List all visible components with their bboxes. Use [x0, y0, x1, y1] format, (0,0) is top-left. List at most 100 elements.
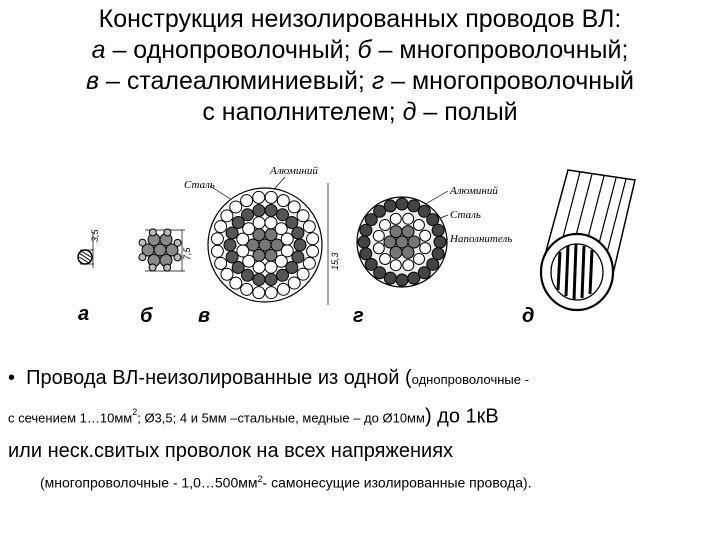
wire-v-aluminum-strand	[241, 208, 254, 222]
bullet-part2-big: ) до 1кВ	[424, 405, 499, 428]
wire-g-steel-strand	[401, 245, 415, 259]
wire-v-aluminum-strand	[280, 232, 294, 246]
wire-v-aluminum-strand	[287, 200, 301, 214]
wire-v-aluminum-strand	[220, 209, 234, 223]
wire-g-aluminum-strand	[364, 257, 378, 271]
wire-g-aluminum-strand	[417, 266, 431, 280]
wire-v-aluminum-strand	[229, 200, 243, 214]
wire-v-aluminum-strand	[241, 268, 254, 282]
wire-g-aluminum-strand	[373, 204, 387, 218]
wire-v-aluminum-strand	[231, 260, 245, 274]
bullet-part4-b: - самонесущие изолированные провода).	[262, 474, 532, 491]
wire-v-aluminum-strand	[291, 226, 305, 240]
bullet-part2-sup: 2	[132, 407, 138, 417]
wire-d-strands	[554, 171, 627, 277]
wire-v-dim-label: 15,3	[330, 252, 340, 270]
wire-v-aluminum-strand	[252, 216, 266, 230]
wire-v-aluminum-strand	[302, 220, 316, 234]
wire-g-aluminum-strand	[373, 266, 387, 280]
wire-g-aluminum-strand	[383, 271, 397, 285]
wire-v-aluminum-strand	[252, 204, 266, 218]
wire-g-steel-strand	[407, 235, 421, 249]
wire-b-strand	[148, 263, 157, 272]
bullet-line-3: или неск.свитых проволок на всех напряже…	[8, 439, 454, 462]
wire-b-diagram: 7,5 б	[138, 228, 192, 327]
bullet-line-2: с сечением 1…10мм2; Ø3,5; 4 и 5мм –сталь…	[8, 396, 712, 435]
wire-v-aluminum-strand	[264, 272, 278, 286]
wire-v-aluminum-strand	[236, 244, 250, 258]
bullet-marker: •	[8, 367, 16, 389]
wire-v-aluminum-strand	[306, 232, 320, 246]
wire-d-end-segments	[556, 243, 594, 301]
title-letter-g: г	[371, 67, 385, 95]
title-letter-v: в	[85, 67, 100, 95]
wire-v-aluminum-strand	[306, 244, 320, 258]
wire-v-aluminum-strand	[220, 267, 234, 281]
bullet-part1: Провода ВЛ-неизолированные из одной (	[26, 367, 412, 389]
title-text-g: – многопроволочный	[384, 67, 635, 95]
wire-g-aluminum-strand	[395, 273, 409, 287]
letter-a: а	[78, 303, 89, 325]
slide-title: Конструкция неизолированных проводов ВЛ:…	[0, 4, 720, 128]
wire-b-strand	[165, 243, 179, 257]
wire-g-filler-strand	[389, 259, 402, 272]
label-steel-v: Сталь	[184, 179, 215, 191]
wire-diagrams-svg: 3,5 а 7,5 б Сталь Алюминий 15,3 в Алюмин…	[77, 165, 636, 327]
wire-g-aluminum-strand	[357, 235, 371, 249]
wire-g-steel-strand	[389, 225, 403, 239]
wire-a-diagram: 3,5 а	[77, 228, 100, 325]
wire-v-aluminum-strand	[225, 226, 239, 240]
wire-g-filler-strand	[402, 212, 415, 225]
wire-g-filler-strand	[378, 219, 391, 232]
bullet-line-1: • Провода ВЛ-неизолированные из одной (о…	[8, 362, 712, 396]
label-filler-g: Наполнитель	[449, 233, 512, 245]
wire-g-steel-strand	[383, 235, 397, 249]
bullet-part2-small-b: ; Ø3,5; 4 и 5мм –стальные, медные – до Ø…	[137, 410, 425, 426]
bullet-part2-small: с сечением 1…10мм	[8, 410, 133, 426]
wire-g-aluminum-strand	[395, 197, 409, 211]
wire-v-aluminum-strand	[264, 286, 278, 300]
wire-g-aluminum-strand	[426, 213, 440, 227]
wire-v-aluminum-strand	[285, 260, 299, 274]
bullet-part4-sup: 2	[257, 473, 263, 484]
title-text-a: – однопроволочный;	[105, 36, 358, 64]
wire-v-aluminum-strand	[296, 209, 310, 223]
wire-v-aluminum-strand	[291, 250, 305, 264]
wire-b-strand	[141, 243, 155, 257]
wire-g-aluminum-strand	[407, 199, 421, 213]
wire-v-aluminum-strand	[296, 267, 310, 281]
wire-v-aluminum-strand	[252, 190, 266, 204]
wire-v-aluminum-strand	[276, 208, 289, 222]
wire-b-strand	[173, 253, 182, 262]
wire-v-aluminum-strand	[223, 238, 237, 252]
wire-v-aluminum-strand	[293, 238, 307, 252]
title-text-v: – сталеалюминиевый;	[99, 67, 372, 95]
wire-g-filler-strand	[372, 229, 385, 242]
wire-b-strand	[163, 228, 172, 237]
title-text-d: – полый	[416, 98, 518, 126]
wire-v-aluminum-strand	[242, 254, 256, 268]
letter-g: г	[353, 305, 364, 327]
wire-g-aluminum-strand	[431, 223, 445, 237]
wire-g-diagram: Алюминий Сталь Наполнитель г	[353, 185, 512, 327]
wire-v-diagram: Сталь Алюминий 15,3 в	[184, 165, 340, 327]
wire-b-strand	[138, 238, 147, 247]
wire-v-aluminum-strand	[264, 190, 278, 204]
wire-b-strand	[148, 228, 157, 237]
wire-g-aluminum-strand	[407, 271, 421, 285]
wire-v-aluminum-strand	[252, 272, 266, 286]
wire-v-aluminum-strand	[225, 250, 239, 264]
wire-v-aluminum-strand	[229, 276, 243, 290]
wire-construction-figure: 3,5 а 7,5 б Сталь Алюминий 15,3 в Алюмин…	[60, 160, 670, 330]
wire-g-aluminum-strand	[431, 247, 445, 261]
wire-g-aluminum-strand	[426, 257, 440, 271]
wire-b-strand	[173, 238, 182, 247]
label-aluminum-v: Алюминий	[269, 165, 318, 177]
wire-g-aluminum-strand	[433, 235, 447, 249]
wire-g-filler-strand	[419, 229, 432, 242]
title-letter-a: а	[91, 36, 106, 64]
wire-g-filler-strand	[379, 253, 392, 266]
wire-v-steel-strand	[246, 238, 260, 252]
wire-v-aluminum-strand	[302, 256, 316, 270]
title-line-4: с наполнителем; д – полый	[0, 97, 720, 128]
